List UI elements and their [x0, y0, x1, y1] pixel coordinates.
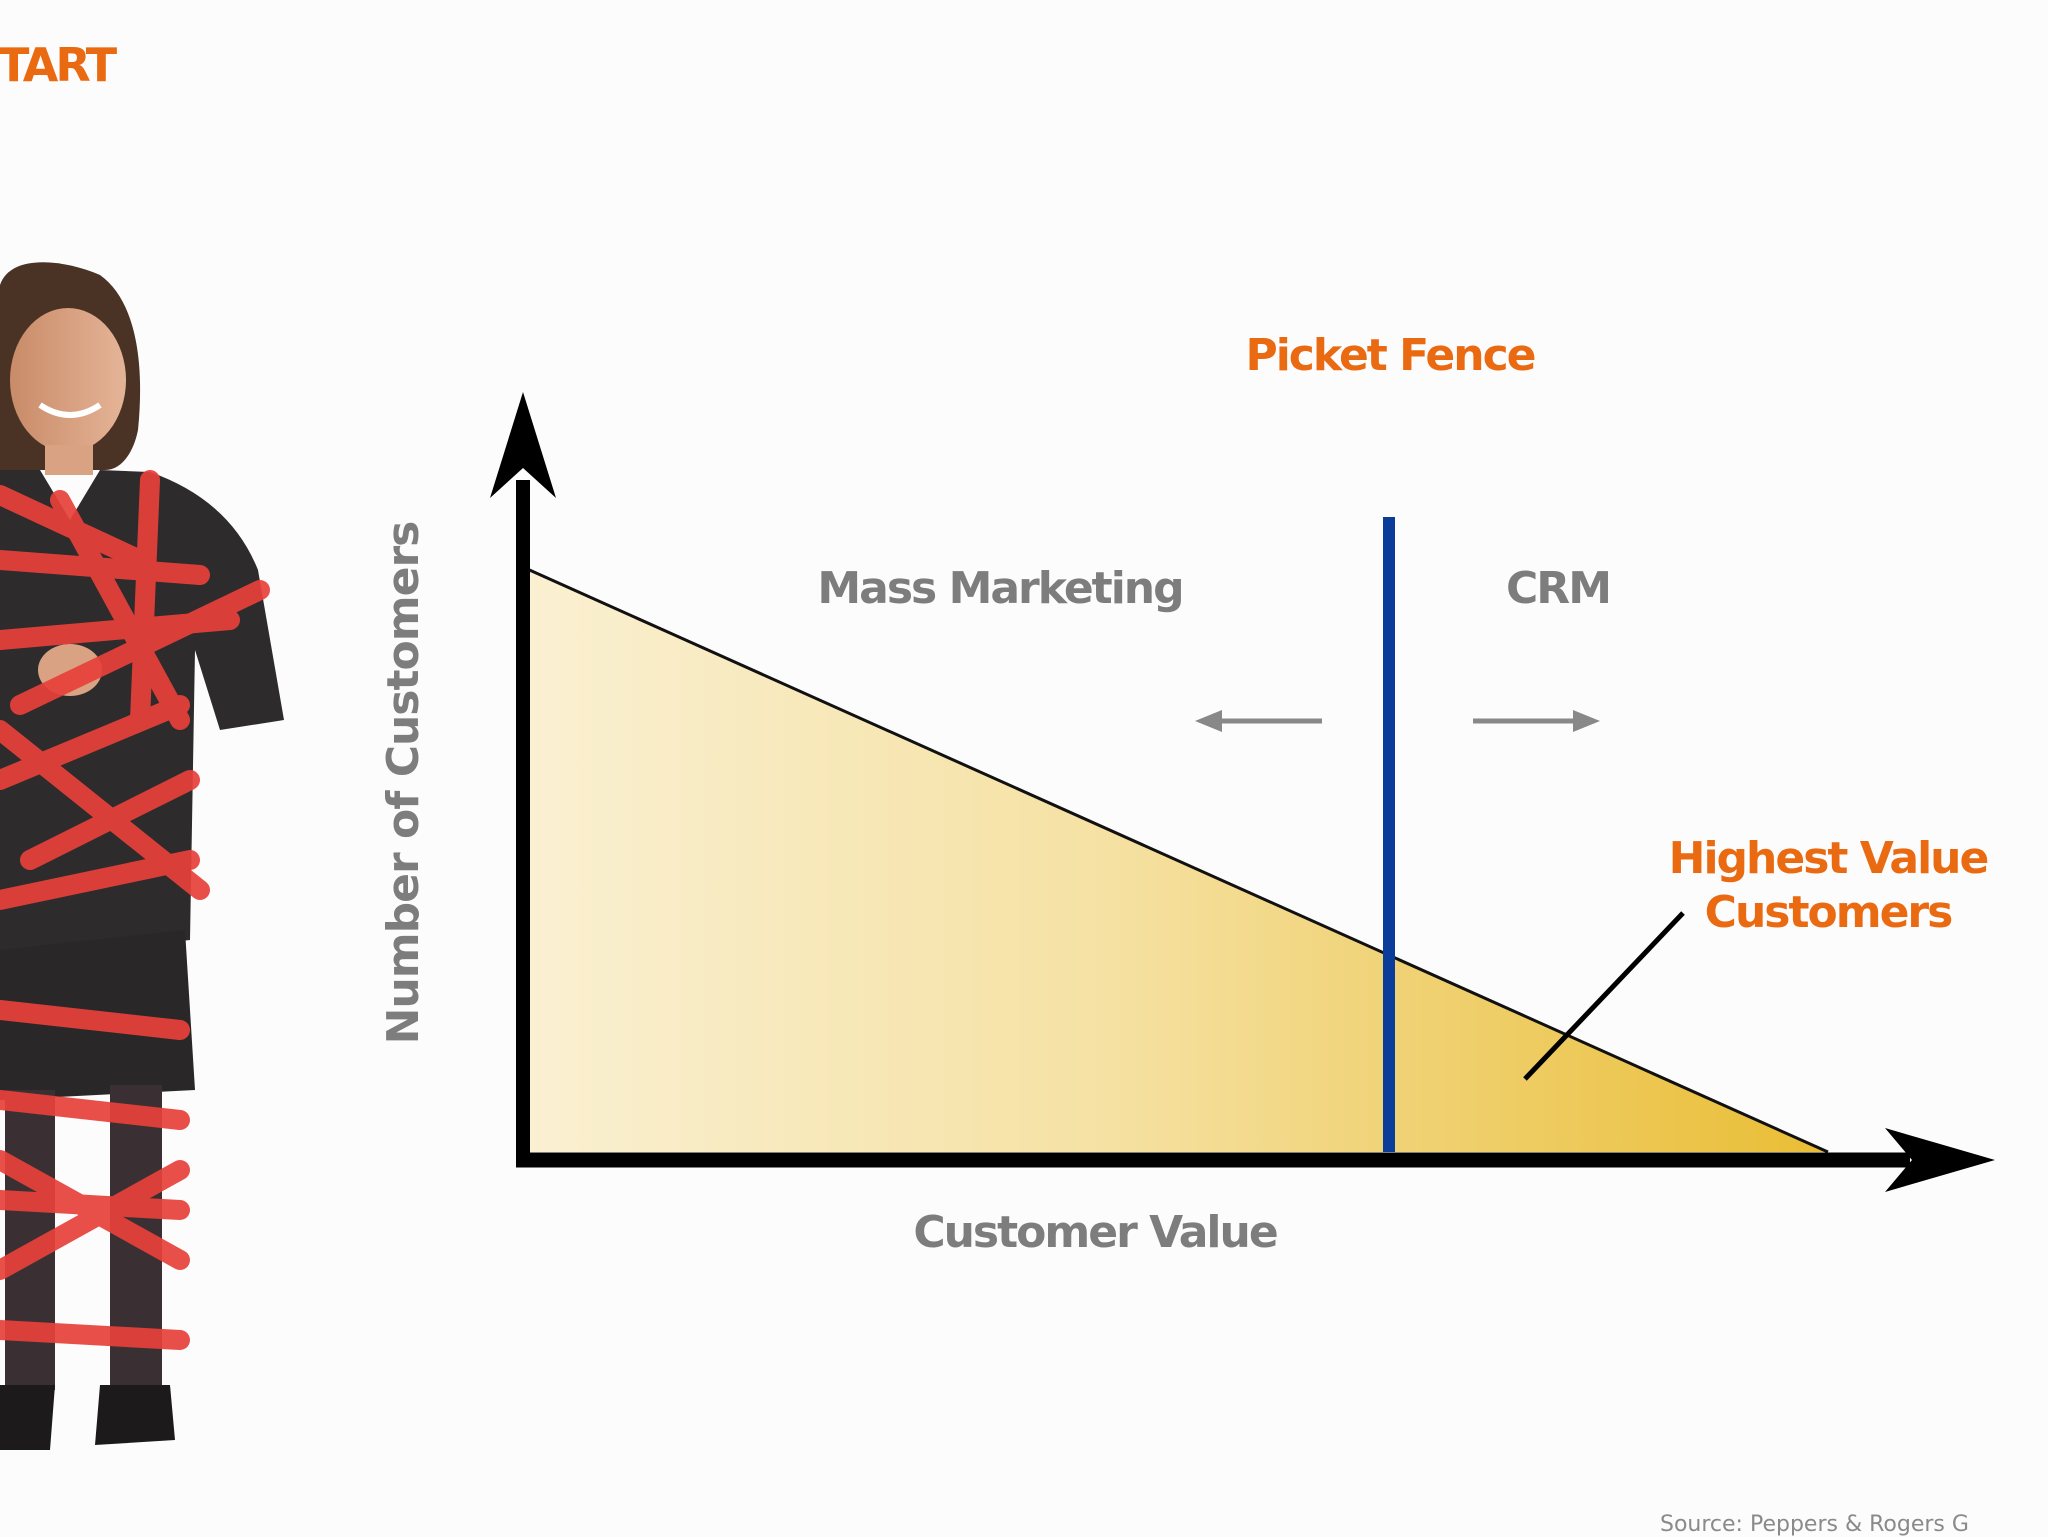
y-axis-label: Number of Customers: [378, 522, 429, 1045]
x-axis-arrowhead: [1885, 1128, 1995, 1192]
y-axis-arrowhead: [490, 392, 556, 498]
businesswoman-illustration: [0, 262, 284, 1450]
fence-label: Picket Fence: [1245, 330, 1534, 381]
arrow-right-icon: [1473, 710, 1600, 732]
callout-label-line2: Customers: [1705, 887, 1952, 938]
distribution-slope-line: [524, 566, 1829, 1154]
callout-label-line1: Highest Value: [1669, 833, 1988, 884]
callout-pointer-line: [1523, 911, 1685, 1081]
arrow-left-icon: [1195, 710, 1322, 732]
left-region-label: Mass Marketing: [817, 563, 1182, 614]
right-region-label: CRM: [1506, 563, 1610, 614]
x-axis-label: Customer Value: [913, 1207, 1277, 1258]
slide-title: TART: [0, 38, 117, 92]
source-note: Source: Peppers & Rogers G: [1660, 1512, 1969, 1537]
